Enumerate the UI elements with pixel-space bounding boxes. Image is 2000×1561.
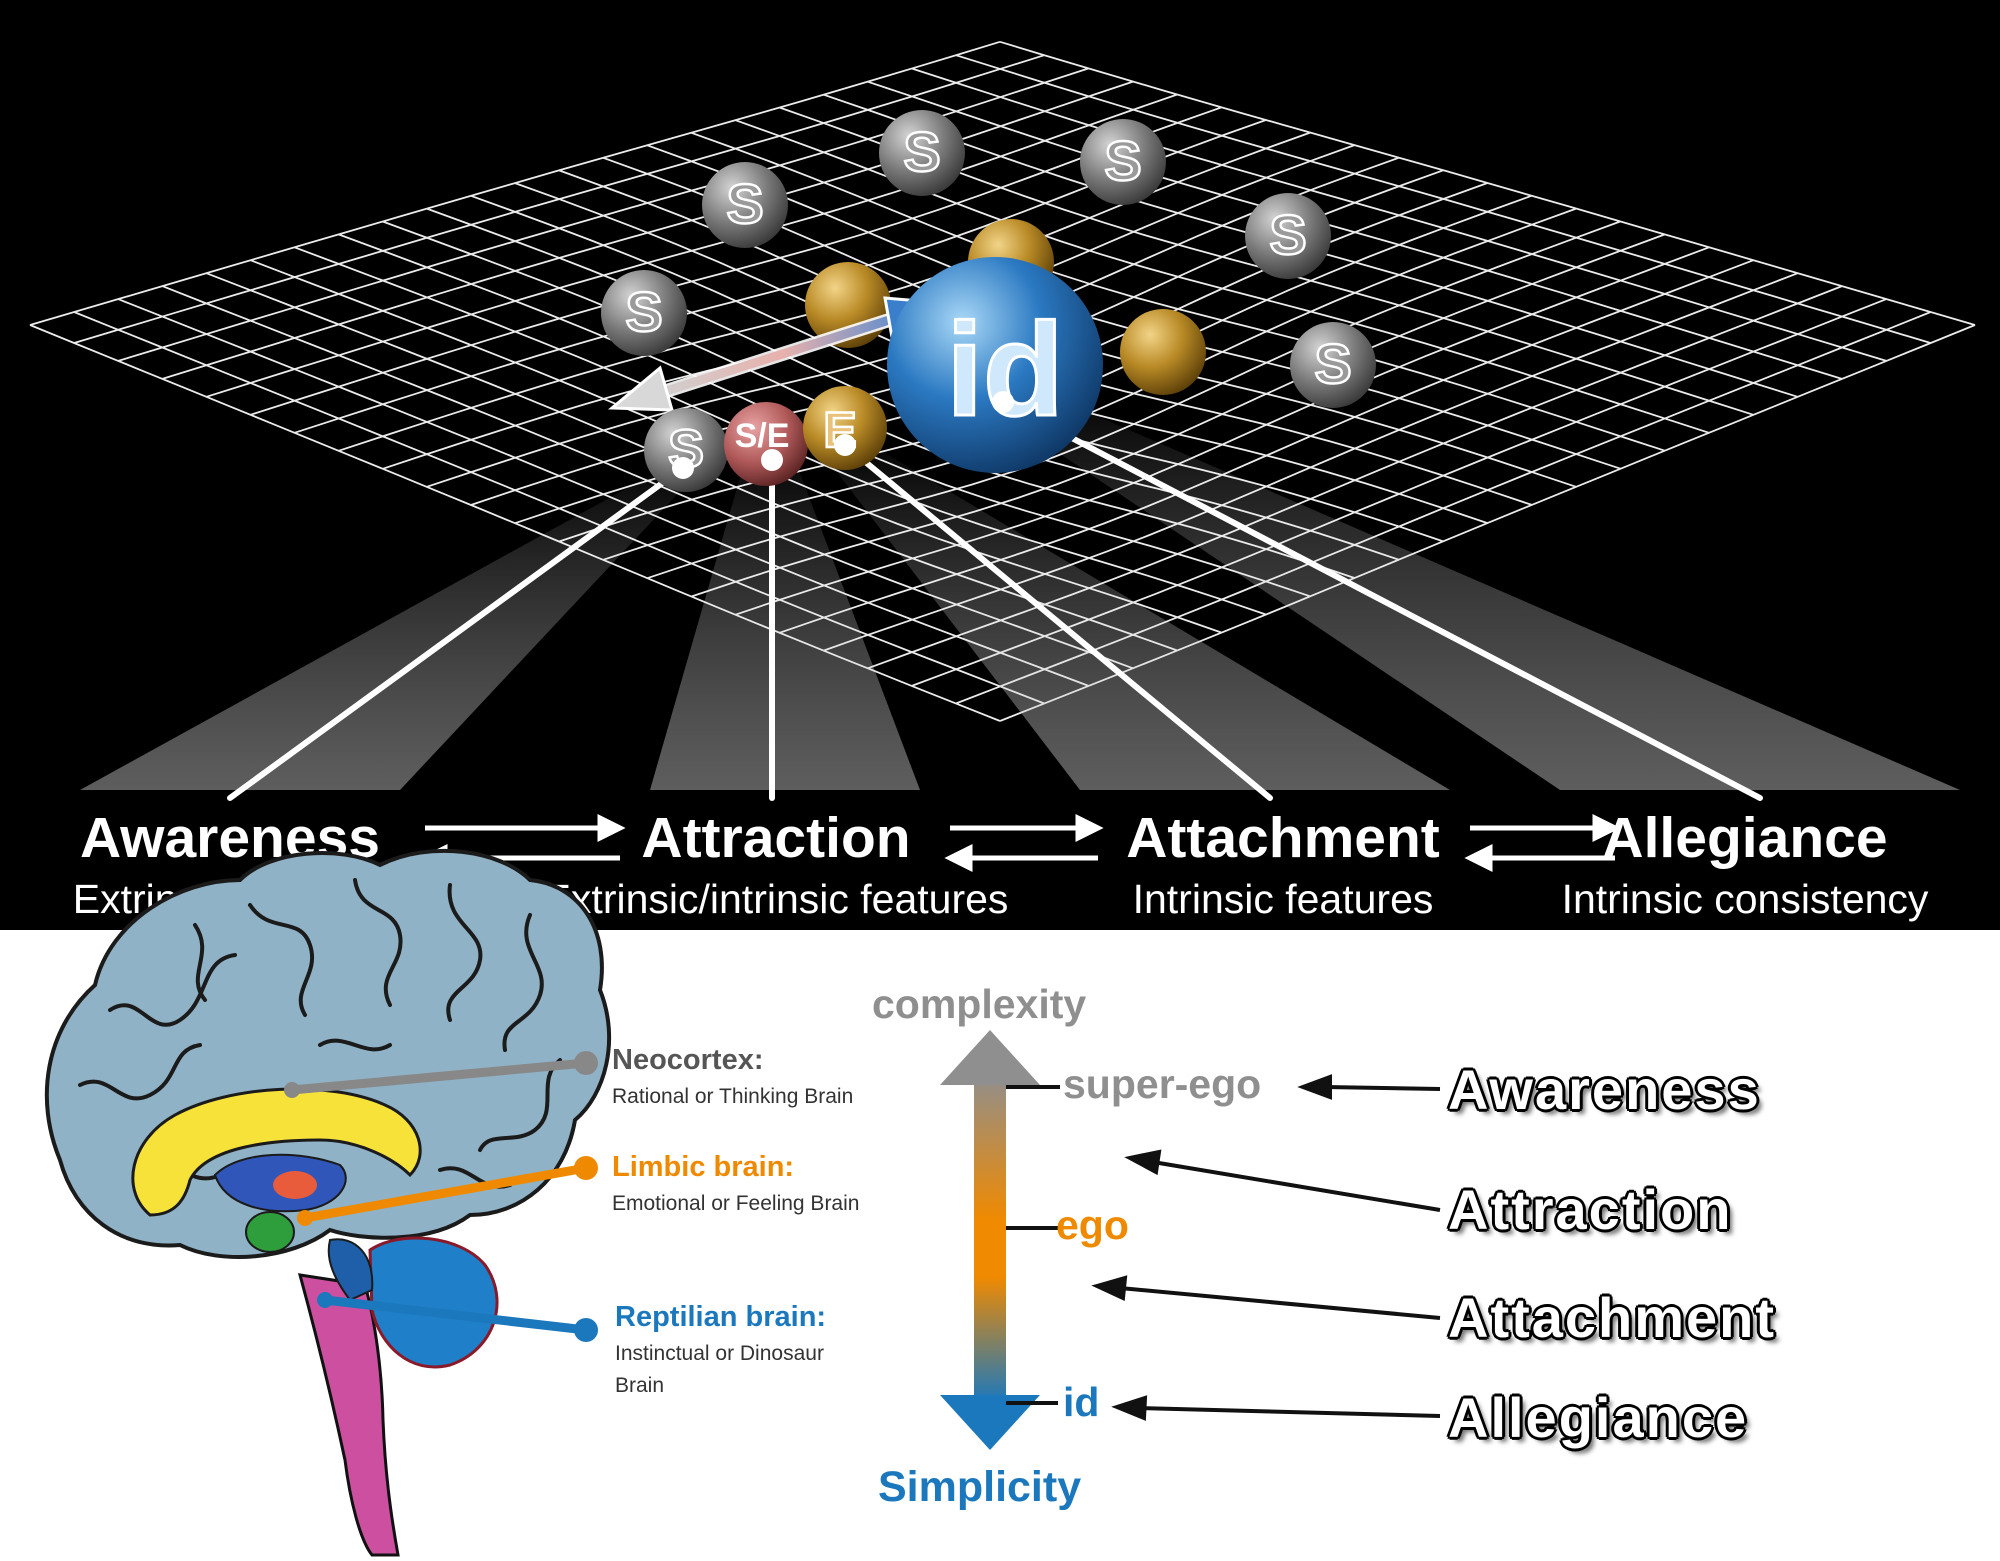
sphere-s-2: S: [1080, 119, 1166, 205]
stage-attachment: Attachment Intrinsic features: [1126, 810, 1440, 920]
brainstem-icon: [297, 1273, 400, 1557]
id-sphere: id: [887, 257, 1103, 473]
grid-scene: S S S S S S id S S/E E: [29, 40, 1976, 873]
stage-attraction: Attraction Extrinsic/intrinsic features: [544, 810, 1009, 920]
sphere-e: E: [803, 386, 887, 470]
superego-spheres: S S S S S S: [601, 110, 1376, 408]
midbrain-icon: [327, 1238, 374, 1302]
anchor-dots: [672, 391, 1014, 479]
word-attraction: Attraction: [1448, 1178, 1733, 1241]
id-level-label: id: [1063, 1379, 1100, 1425]
beam-allegiance: [980, 400, 1960, 790]
sphere-s-4: S: [1245, 193, 1331, 279]
svg-text:S: S: [903, 120, 940, 183]
axis-up-arrow: [940, 1030, 1040, 1085]
hypothalamus-icon: [245, 1211, 295, 1253]
beam-attraction: [650, 460, 920, 790]
limbic-desc: Emotional or Feeling Brain: [612, 1191, 860, 1215]
connector-attachment: [842, 442, 1273, 801]
stage-attachment-title: Attachment: [1126, 806, 1440, 870]
complexity-label: complexity: [872, 981, 1087, 1027]
grid-line: [73, 311, 1045, 705]
complexity-axis: [940, 1030, 1060, 1450]
limbic-ring-icon: [131, 1087, 422, 1217]
connector-awareness: [227, 465, 686, 801]
sphere-s-front: S: [644, 408, 728, 492]
sphere-s-1: S: [879, 110, 965, 196]
stage-allegiance: Allegiance Intrinsic consistency: [1562, 810, 1929, 920]
reptilian-title: Reptilian brain:: [615, 1301, 827, 1333]
foreground-spheres: id S S/E E: [644, 257, 1103, 492]
pointer-arrows: [1091, 1074, 1441, 1421]
svg-text:id: id: [946, 296, 1063, 443]
word-allegiance: Allegiance: [1448, 1386, 1749, 1449]
limbic-title: Limbic brain:: [612, 1151, 795, 1183]
neocortex-title: Neocortex:: [612, 1044, 764, 1076]
superego-level-label: super-ego: [1063, 1061, 1262, 1107]
ego-level-label: ego: [1056, 1202, 1129, 1248]
thalamus-icon: [213, 1153, 347, 1213]
sphere-se: S/E: [724, 402, 808, 486]
grid-line: [117, 298, 1089, 687]
ego-sphere-3: [1120, 309, 1206, 395]
cerebellum-icon: [368, 1236, 499, 1369]
reptilian-desc: Instinctual or Dinosaur Brain: [615, 1338, 826, 1403]
projection-beams: [80, 400, 1960, 790]
arrow-attraction: [1124, 1149, 1441, 1212]
connector-lines: [227, 399, 1763, 801]
reptilian-desc-line1: Instinctual or Dinosaur: [615, 1341, 824, 1365]
arrow-awareness: [1297, 1074, 1441, 1100]
svg-text:S: S: [1314, 332, 1351, 395]
stage-allegiance-title: Allegiance: [1602, 806, 1888, 870]
arrows-attraction-attachment: [944, 813, 1104, 873]
brain-illustration: [44, 848, 612, 1557]
svg-text:S: S: [1269, 203, 1306, 266]
neocortex-desc: Rational or Thinking Brain: [612, 1084, 854, 1108]
beam-attachment: [820, 450, 1450, 790]
simplicity-label: Simplicity: [878, 1463, 1082, 1511]
svg-text:S: S: [1104, 129, 1141, 192]
beam-awareness: [80, 470, 700, 790]
sphere-s-6: S: [1290, 322, 1376, 408]
svg-text:S: S: [726, 172, 763, 235]
stage-attraction-subtitle: Extrinsic/intrinsic features: [543, 876, 1009, 922]
stage-attachment-subtitle: Intrinsic features: [1132, 876, 1434, 922]
grid-line: [735, 246, 1710, 616]
limbic-label: Limbic brain: Emotional or Feeling Brain: [612, 1151, 860, 1220]
svg-text:S: S: [625, 280, 662, 343]
word-awareness: Awareness: [1448, 1058, 1761, 1121]
grid-line: [691, 233, 1666, 598]
sphere-s-3: S: [702, 162, 788, 248]
stage-awareness: Awareness Extrinsic features: [73, 810, 387, 920]
reptilian-desc-line2: Brain: [615, 1374, 665, 1398]
connector-allegiance: [1000, 399, 1763, 801]
personality-grid-panel: S S S S S S id S S/E E: [0, 0, 2000, 930]
stage-allegiance-subtitle: Intrinsic consistency: [1561, 876, 1929, 922]
stage-awareness-subtitle: Extrinsic features: [72, 876, 388, 922]
reptilian-label: Reptilian brain: Instinctual or Dinosaur…: [615, 1301, 827, 1403]
svg-text:S/E: S/E: [735, 417, 790, 455]
arrows-attachment-allegiance: [1464, 813, 1621, 873]
stage-attraction-title: Attraction: [641, 806, 911, 870]
arrow-allegiance: [1111, 1395, 1441, 1421]
sphere-s-5: S: [601, 270, 687, 356]
word-attachment: Attachment: [1448, 1286, 1777, 1349]
stage-awareness-title: Awareness: [80, 806, 380, 870]
arrow-attachment: [1091, 1275, 1441, 1320]
neocortex-label: Neocortex: Rational or Thinking Brain: [612, 1044, 854, 1113]
brain-connectors: [284, 1051, 598, 1342]
axis-down-arrow: [940, 1395, 1040, 1450]
amygdala-icon: [273, 1171, 317, 1199]
